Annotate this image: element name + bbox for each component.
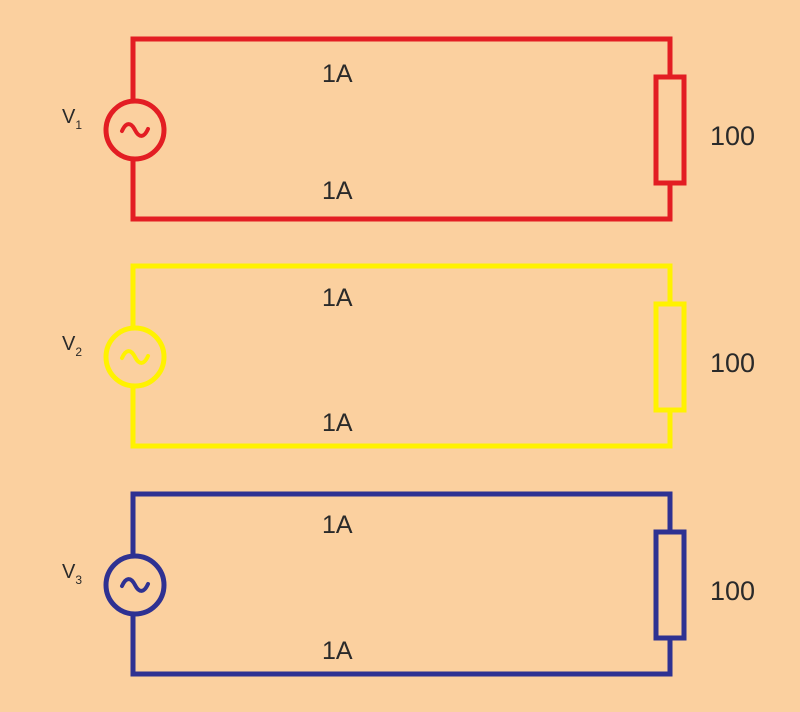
- circuit-3-ac-source-icon: [103, 553, 167, 617]
- circuit-3-wire: [130, 491, 673, 677]
- circuit-1: V1 1A 1A 100: [62, 36, 755, 222]
- circuit-1-resistor-label: 100: [710, 121, 755, 151]
- circuit-1-wire: [130, 36, 673, 222]
- circuit-3-current-top: 1A: [322, 511, 353, 539]
- circuit-2-resistor: [653, 301, 687, 413]
- circuit-2-source-label: V2: [62, 333, 82, 359]
- circuit-2: V2 1A 1A 100: [62, 263, 755, 449]
- circuit-1-resistor: [653, 74, 687, 186]
- circuit-3-source-label: V3: [62, 561, 82, 587]
- circuit-2-current-top: 1A: [322, 284, 353, 312]
- circuit-1-ac-source-icon: [103, 98, 167, 162]
- circuit-1-current-bottom: 1A: [322, 177, 353, 205]
- circuit-2-resistor-label: 100: [710, 348, 755, 378]
- circuit-3-resistor: [653, 529, 687, 641]
- circuit-2-current-bottom: 1A: [322, 409, 353, 437]
- circuit-1-current-top: 1A: [322, 60, 353, 88]
- circuit-1-source-label: V1: [62, 106, 82, 132]
- circuit-2-ac-source-icon: [103, 325, 167, 389]
- circuit-1-sine-wave-icon: [120, 122, 150, 138]
- circuit-3-current-bottom: 1A: [322, 637, 353, 665]
- circuit-2-sine-wave-icon: [120, 349, 150, 365]
- circuit-3: V3 1A 1A 100: [62, 491, 755, 677]
- circuit-2-wire: [130, 263, 673, 449]
- circuit-3-sine-wave-icon: [120, 577, 150, 593]
- circuit-3-resistor-label: 100: [710, 576, 755, 606]
